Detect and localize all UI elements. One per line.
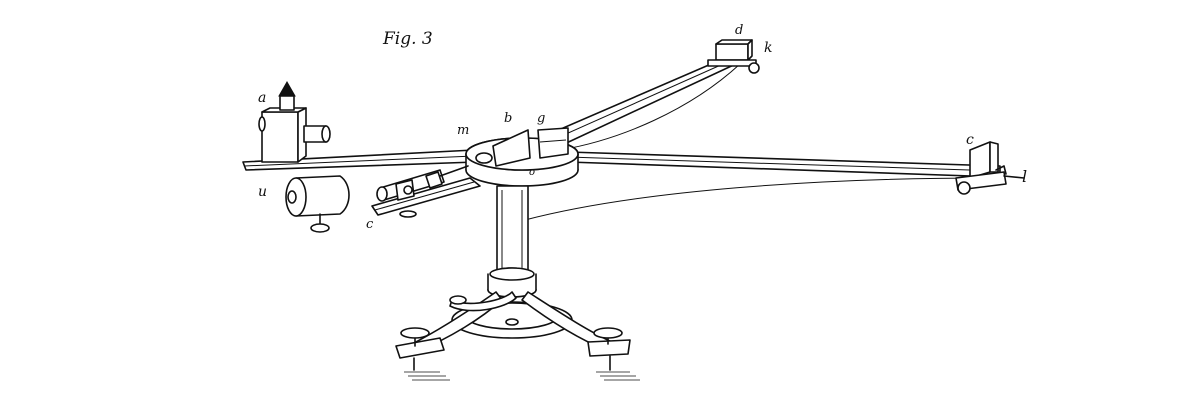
device-d — [707, 39, 760, 74]
label-c-left: c — [366, 217, 374, 232]
horizontal-arm — [242, 149, 1001, 178]
label-d: d — [735, 23, 743, 38]
label-c-right: c — [966, 132, 974, 148]
label-b: b — [504, 111, 512, 126]
label-g: g — [537, 111, 545, 126]
label-k: k — [764, 40, 772, 56]
telescope — [376, 165, 469, 218]
figure-title: Fig. 3 — [382, 29, 433, 49]
central-table — [465, 127, 579, 187]
cylinder-u — [285, 175, 350, 233]
diagonal-arm — [539, 57, 741, 151]
tripod-base — [395, 291, 640, 381]
brace-curve — [524, 177, 991, 221]
pillar-stand — [487, 185, 537, 298]
lamp-housing — [258, 80, 331, 163]
label-o: o — [529, 167, 535, 178]
label-m: m — [457, 123, 469, 138]
label-l: l — [1022, 167, 1027, 186]
label-a: a — [258, 90, 266, 106]
label-u: u — [258, 184, 267, 200]
device-right — [955, 141, 1025, 195]
